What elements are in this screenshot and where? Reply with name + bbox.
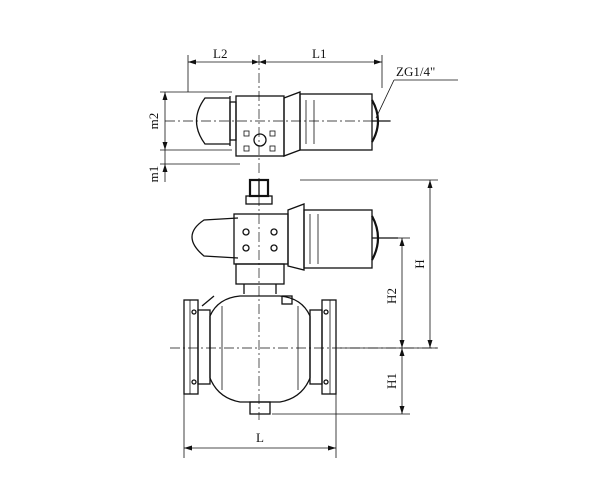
- valve-front-view: [170, 178, 440, 420]
- dim-label-l1: L1: [312, 46, 326, 61]
- dim-label-m2: m2: [146, 113, 161, 130]
- port-label: ZG1/4": [396, 64, 435, 79]
- dim-label-h2: H2: [384, 288, 399, 304]
- dim-label-h: H: [412, 259, 427, 268]
- dim-label-l: L: [256, 430, 264, 445]
- dim-label-h1: H1: [384, 373, 399, 389]
- actuator-top-view: [160, 55, 458, 182]
- dimension-lines: [183, 179, 438, 458]
- dim-label-m1: m1: [146, 166, 161, 183]
- dim-label-l2: L2: [213, 46, 227, 61]
